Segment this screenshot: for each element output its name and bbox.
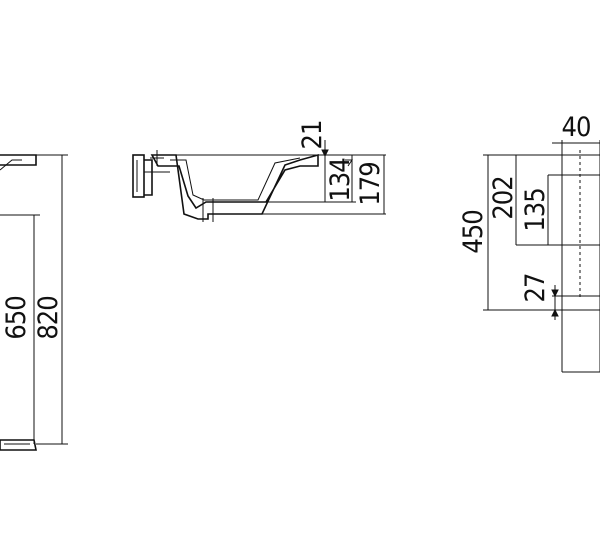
dim-820-label: 820 — [33, 296, 64, 339]
dim-134-label: 134 — [325, 158, 356, 202]
dim-21-label: 21 — [297, 121, 328, 150]
dim-450-label: 450 — [458, 210, 489, 253]
dim-135-label: 135 — [520, 188, 551, 231]
dim-650-label: 650 — [1, 296, 32, 339]
dim-40-label: 40 — [562, 112, 591, 143]
basin-section-view — [132, 140, 386, 222]
side-elevation-view — [0, 154, 68, 451]
dim-27-label: 27 — [520, 274, 551, 303]
dim-179-label: 179 — [355, 162, 386, 205]
dim-202-label: 202 — [488, 176, 519, 219]
plan-view — [483, 140, 600, 373]
